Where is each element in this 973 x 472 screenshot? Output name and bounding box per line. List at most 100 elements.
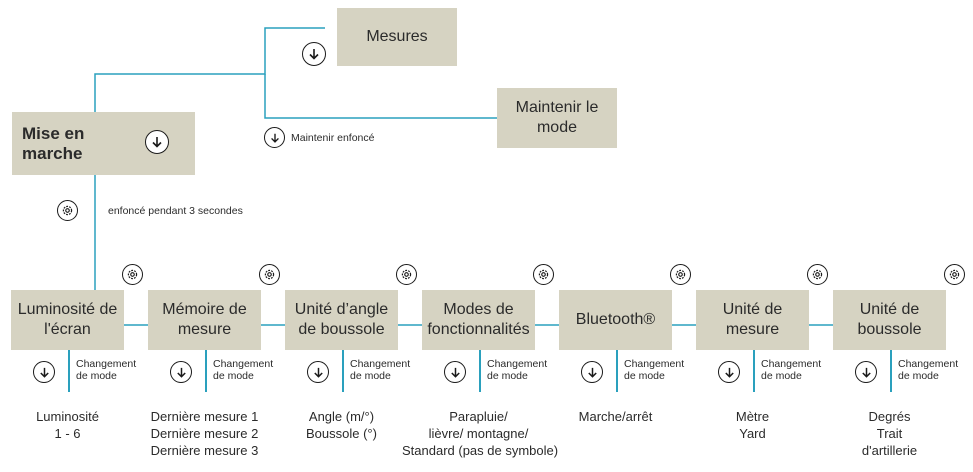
setting-options: Angle (m/°) Boussole (°)	[265, 408, 418, 442]
down-arrow-circle-icon	[444, 361, 466, 383]
setting-title-line: mesure	[177, 321, 232, 338]
down-arrow-circle-icon	[855, 361, 877, 383]
gear-icon	[57, 200, 78, 221]
gear-icon	[122, 264, 143, 285]
setting-option: Degrés	[868, 409, 911, 424]
setting-option: Dernière mesure 2	[150, 426, 259, 441]
gear-icon	[670, 264, 691, 285]
setting-option: 1 - 6	[54, 426, 81, 441]
setting-box-modes-de-fonctionnalites: Modes de fonctionnalités	[422, 290, 535, 350]
setting-options: Luminosité 1 - 6	[0, 408, 144, 442]
gear-note: enfoncé pendant 3 secondes	[108, 205, 243, 217]
setting-title-line: l'écran	[44, 321, 91, 338]
mode-change-line: de mode	[350, 370, 391, 382]
setting-title-line: Unité de	[722, 301, 783, 318]
setting-title-line: fonctionnalités	[427, 321, 530, 338]
setting-option: Dernière mesure 1	[150, 409, 259, 424]
setting-option: Luminosité	[36, 409, 99, 424]
gear-icon	[944, 264, 965, 285]
measures-box: Mesures	[337, 8, 457, 66]
setting-option: Dernière mesure 3	[150, 443, 259, 458]
setting-title: Luminosité de l'écran	[18, 300, 118, 340]
mode-change-line: Changement	[76, 358, 137, 370]
mode-change-line: de mode	[213, 370, 254, 382]
connector-line	[205, 350, 207, 392]
gear-icon	[533, 264, 554, 285]
down-arrow-circle-icon	[170, 361, 192, 383]
gear-icon	[396, 264, 417, 285]
setting-option: lièvre/ montagne/	[428, 426, 529, 441]
connector-line	[753, 350, 755, 392]
down-arrow-circle-icon	[264, 127, 285, 148]
setting-option: Angle (m/°)	[308, 409, 375, 424]
connector-line	[68, 350, 70, 392]
setting-option: Yard	[739, 426, 766, 441]
hold-mode-box: Maintenir le mode	[497, 88, 617, 148]
mode-change-line: Changement	[624, 358, 685, 370]
setting-title-line: Mémoire de	[162, 301, 247, 318]
setting-option: Boussole (°)	[306, 426, 377, 441]
down-arrow-circle-icon	[581, 361, 603, 383]
setting-title-line: Luminosité de	[17, 301, 118, 318]
setting-box-luminosite-de-l-ecran: Luminosité de l'écran	[11, 290, 124, 350]
setting-title: Mémoire de mesure	[162, 300, 246, 340]
mode-change-line: Changement	[213, 358, 274, 370]
setting-title: Bluetooth®	[576, 310, 655, 330]
connector-line	[616, 350, 618, 392]
setting-title: Modes de fonctionnalités	[427, 300, 529, 340]
setting-title-line: boussole	[857, 321, 922, 338]
measures-label: Mesures	[366, 28, 428, 45]
connector-line	[890, 350, 892, 392]
setting-options: Dernière mesure 1 Dernière mesure 2 Derniè…	[128, 408, 281, 459]
down-arrow-circle-icon	[718, 361, 740, 383]
connector-line	[479, 350, 481, 392]
down-arrow-circle-icon	[307, 361, 329, 383]
hold-mode-label: Maintenir le mode	[515, 99, 599, 136]
setting-box-bluetooth: Bluetooth®	[559, 290, 672, 350]
setting-options: Parapluie/lièvre/ montagne/Standard (pas…	[402, 408, 559, 459]
mode-change-line: de mode	[761, 370, 802, 382]
hold-note: Maintenir enfoncé	[291, 132, 375, 144]
gear-icon	[259, 264, 280, 285]
setting-box-memoire-de-mesure: Mémoire de mesure	[148, 290, 261, 350]
setting-title-line: Unité de	[859, 301, 920, 318]
setting-title-line: mesure	[725, 321, 780, 338]
mode-change-line: de mode	[76, 370, 117, 382]
setting-options: Marche/arrêt	[539, 408, 692, 425]
setting-title-line: de boussole	[298, 321, 385, 338]
setting-title: Unité de boussole	[857, 300, 921, 340]
setting-option: Standard (pas de symbole)	[402, 443, 559, 458]
setting-title: Unité de mesure	[723, 300, 783, 340]
down-arrow-circle-icon	[302, 42, 326, 66]
setting-option: Trait	[876, 426, 903, 441]
connector-line	[342, 350, 344, 392]
power-on-label: Mise en marche	[22, 123, 85, 163]
mode-change-line: de mode	[487, 370, 528, 382]
setting-title-line: Modes de	[443, 301, 514, 318]
down-arrow-circle-icon	[145, 130, 169, 154]
mode-change-line: Changement	[487, 358, 548, 370]
setting-option: d'artillerie	[861, 443, 918, 458]
setting-option: Mètre	[735, 409, 770, 424]
setting-box-unite-de-boussole: Unité de boussole	[833, 290, 946, 350]
setting-option: Marche/arrêt	[578, 409, 653, 424]
down-arrow-circle-icon	[33, 361, 55, 383]
power-on-box: Mise en marche	[12, 112, 195, 175]
mode-change-line: Changement	[761, 358, 822, 370]
setting-option: Parapluie/	[449, 409, 508, 424]
mode-change-line: de mode	[624, 370, 665, 382]
mode-change-line: Changement	[350, 358, 411, 370]
mode-change-line: Changement	[898, 358, 959, 370]
